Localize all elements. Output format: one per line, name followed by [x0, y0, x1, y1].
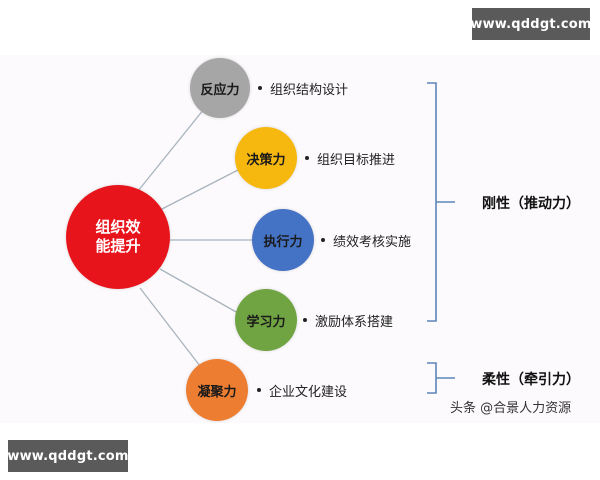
- node-label: 执行力: [263, 234, 303, 250]
- node-circle-cohesion: 凝聚力: [186, 359, 248, 421]
- description-text: 绩效考核实施: [333, 234, 412, 250]
- node-label: 决策力: [246, 152, 286, 168]
- connector-lines: [137, 82, 455, 394]
- description-text: 激励体系搭建: [315, 314, 394, 330]
- link-line-5: [139, 287, 201, 367]
- center-circle: 组织效 能提升: [66, 185, 170, 289]
- source-credit: 头条 @合景人力资源: [450, 401, 572, 416]
- watermark-top: www.qddgt.com: [470, 8, 591, 40]
- group-label-flexible: 柔性（牵引力）: [482, 372, 580, 388]
- node-description: 组织结构设计: [258, 79, 349, 98]
- link-line-2: [159, 169, 239, 211]
- node-circle-decision: 决策力: [235, 127, 297, 189]
- bracket-flexible: [427, 362, 455, 394]
- node-label: 反应力: [200, 82, 240, 98]
- node-description: 组织目标推进: [305, 149, 396, 168]
- watermark-bottom: www.qddgt.com: [7, 440, 128, 472]
- link-line-4: [159, 268, 239, 314]
- bullet-icon: [258, 86, 262, 90]
- description-text: 组织目标推进: [317, 152, 396, 168]
- group-label-rigid: 刚性（推动力）: [482, 196, 580, 212]
- description-text: 企业文化建设: [269, 384, 348, 400]
- bullet-icon: [257, 388, 261, 392]
- node-description: 绩效考核实施: [321, 231, 412, 250]
- node-label: 凝聚力: [197, 384, 237, 400]
- node-circle-learning: 学习力: [235, 289, 297, 351]
- diagram-area: 组织效 能提升 反应力 组织结构设计 决策力 组织目标推进 执行力 绩效考核实施…: [0, 55, 600, 423]
- bullet-icon: [305, 156, 309, 160]
- center-label-line1: 组织效: [95, 218, 141, 236]
- node-circle-execution: 执行力: [252, 209, 314, 271]
- node-circle-reaction: 反应力: [190, 58, 250, 118]
- node-description: 企业文化建设: [257, 381, 348, 400]
- bracket-rigid: [427, 82, 455, 322]
- description-text: 组织结构设计: [270, 82, 349, 98]
- node-label: 学习力: [246, 314, 286, 330]
- center-label-line2: 能提升: [95, 237, 141, 255]
- node-description: 激励体系搭建: [303, 311, 394, 330]
- link-line-1: [137, 108, 205, 192]
- bullet-icon: [321, 238, 325, 242]
- bullet-icon: [303, 318, 307, 322]
